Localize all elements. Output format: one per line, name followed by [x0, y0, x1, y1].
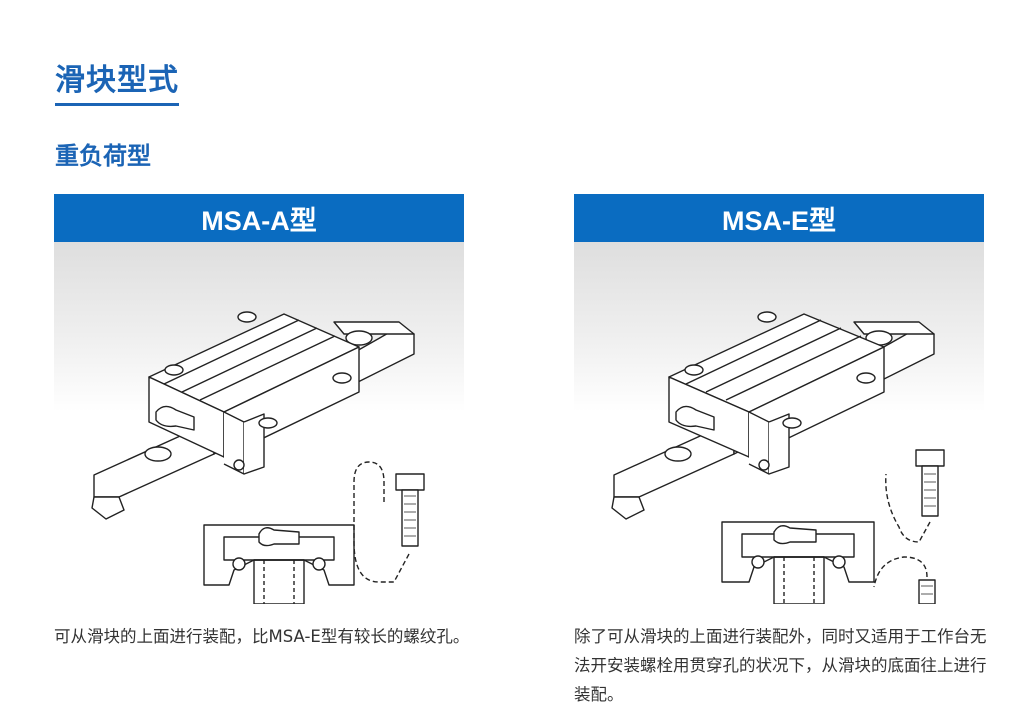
bolt-bottom-drawing [873, 556, 936, 604]
description-msa-e: 除了可从滑块的上面进行装配外，同时又适用于工作台无法开安装螺栓用贯穿孔的状况下，… [574, 627, 987, 704]
block-drawing [668, 311, 885, 475]
panel-header-msa-a: MSA-A型 [54, 194, 464, 242]
panel-header-msa-e: MSA-E型 [574, 194, 984, 242]
panel-msa-e: MSA-E型 [574, 194, 984, 604]
panel-msa-a: MSA-A型 [54, 194, 464, 604]
block-front-view [203, 524, 355, 604]
bolt-top-drawing [885, 449, 945, 543]
bolt-drawing [353, 461, 425, 583]
linear-guide-illustration [611, 311, 945, 604]
page-title: 滑块型式 [55, 62, 179, 106]
section-title: 重负荷型 [55, 142, 151, 170]
linear-guide-illustration [91, 311, 425, 604]
figure-msa-e [574, 242, 984, 604]
description-msa-a: 可从滑块的上面进行装配，比MSA-E型有较长的螺纹孔。 [54, 627, 470, 646]
block-drawing [148, 311, 360, 475]
block-front-view [721, 521, 875, 604]
figure-msa-a [54, 242, 464, 604]
